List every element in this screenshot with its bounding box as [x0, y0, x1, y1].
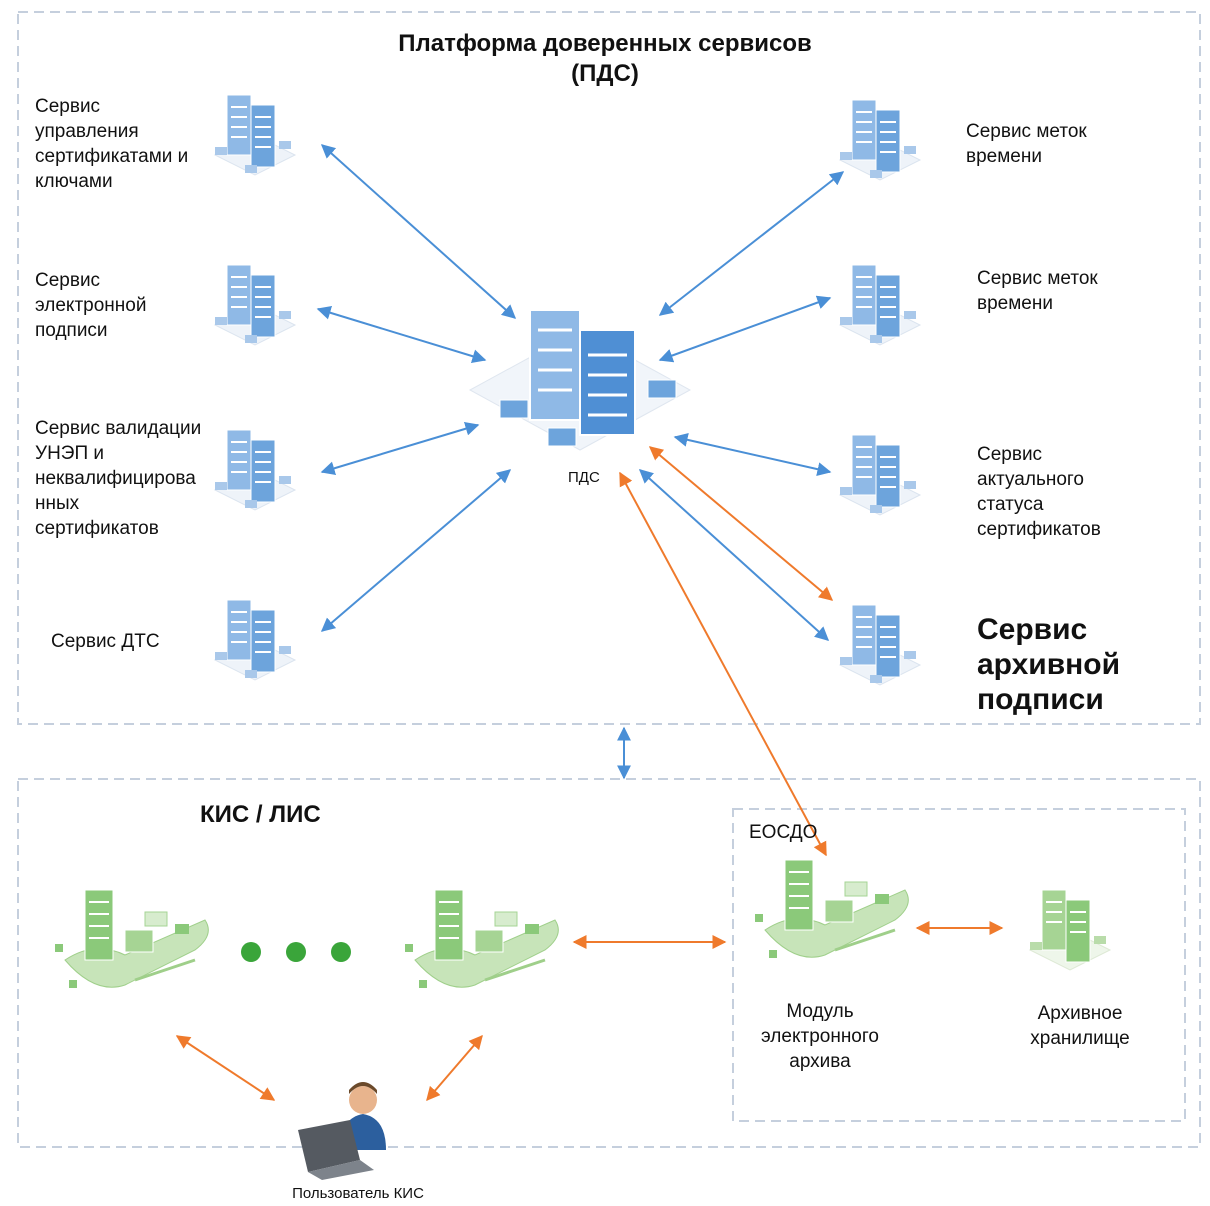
user-laptop-icon [298, 1082, 386, 1180]
arrow-pds-archive-signature-orange [648, 446, 834, 601]
service-archive-signature-label: Сервис архивной подписи [977, 613, 1121, 716]
archive-module-label: Модуль электронного архива [761, 1001, 879, 1072]
arrow-pds-cert-service [320, 144, 517, 319]
ellipsis-dot [331, 942, 351, 962]
platform-boundary [17, 11, 1201, 725]
server-cluster-icon [839, 434, 921, 516]
server-cluster-icon [839, 264, 921, 346]
kis-boundary [17, 778, 1201, 1148]
ellipsis-dot [241, 942, 261, 962]
user-kis-label: Пользователь КИС [292, 1185, 424, 1202]
arrow-pds-cert-status [673, 432, 832, 477]
service-dts-label: Сервис ДТС [51, 631, 160, 652]
document-server-icon [403, 888, 560, 990]
arrow-pds-dts-service [320, 469, 512, 632]
service-timestamp-label-2: Сервис меток времени [977, 268, 1098, 314]
service-timestamp-label-1: Сервис меток времени [966, 121, 1087, 167]
ellipsis-dot [286, 942, 306, 962]
server-cluster-icon [1029, 889, 1111, 971]
arrow-pds-validation-service [320, 421, 480, 476]
document-server-icon [753, 858, 910, 960]
arrow-user-kis-right [426, 1034, 483, 1102]
archive-storage-label: Архивное хранилище [1030, 1003, 1130, 1049]
kis-title: КИС / ЛИС [200, 801, 321, 828]
service-cert-status-label: Сервис актуального статуса сертификатов [977, 444, 1101, 540]
arrow-pds-timestamp-2 [658, 295, 832, 363]
pds-label: ПДС [568, 469, 600, 486]
platform-title: Платформа доверенных сервисов (ПДС) [398, 30, 812, 87]
service-validation-label: Сервис валидации УНЭП и неквалифицирова … [35, 418, 202, 539]
arrow-pds-signature-service [316, 305, 487, 364]
arrow-user-kis-left [175, 1035, 276, 1101]
document-server-icon [53, 888, 210, 990]
pds-server-icon [468, 309, 692, 451]
eosdo-label: ЕОСДО [749, 822, 818, 843]
arrow-pds-archive-signature [638, 469, 830, 641]
server-cluster-icon [839, 99, 921, 181]
eosdo-boundary [732, 808, 1186, 1122]
server-cluster-icon [839, 604, 921, 686]
arrow-pds-archive-module [619, 471, 827, 857]
service-e-signature-label: Сервис электронной подписи [35, 270, 147, 341]
arrow-pds-timestamp-1 [658, 171, 845, 316]
service-cert-keys-label: Сервис управления сертификатами и ключам… [35, 96, 189, 192]
